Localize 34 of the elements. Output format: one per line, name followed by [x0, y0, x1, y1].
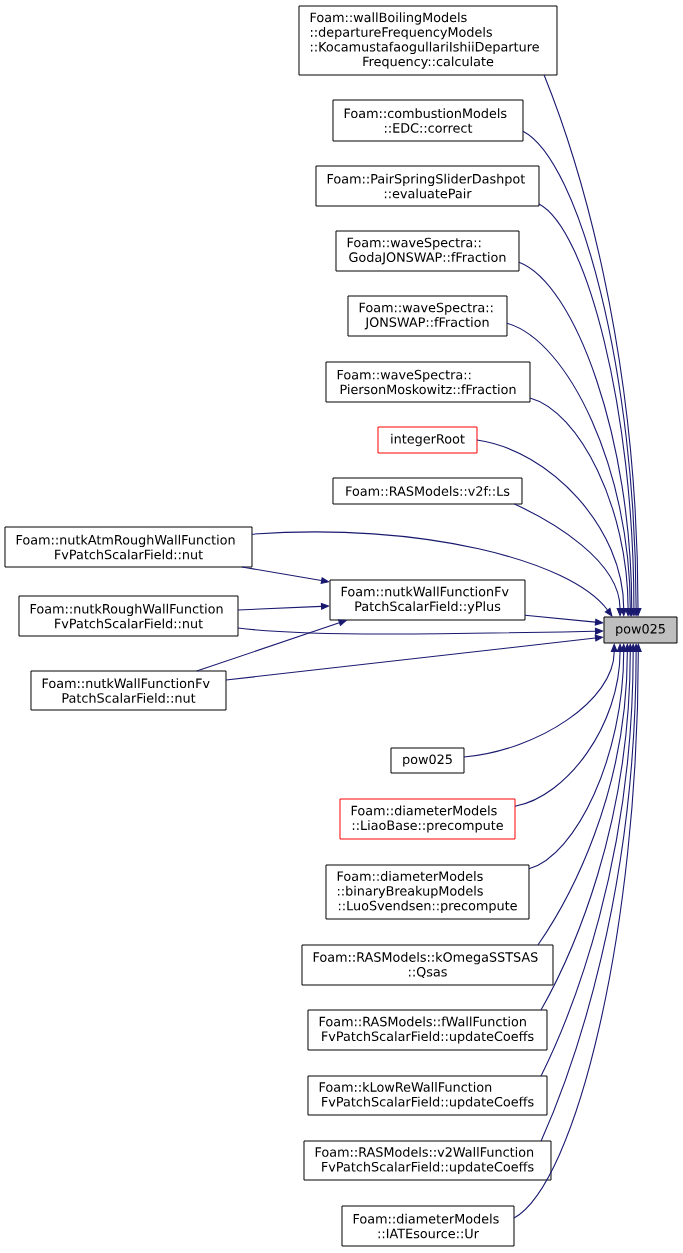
function-box: pow025 [603, 616, 678, 644]
function-box: Foam::waveSpectra:: JONSWAP::fFraction [347, 295, 508, 337]
function-box: Foam::nutkRoughWallFunction FvPatchScalarField::nut [18, 595, 239, 637]
function-box: Foam::diameterModels ::LiaoBase::precompute [339, 798, 516, 840]
arrow [543, 74, 642, 617]
arrow [518, 261, 636, 617]
function-box: Foam::diameterModels ::binaryBreakupModels ::LuoSvendsen::precompute [325, 864, 530, 920]
function-box: Foam::nutkWallFunctionFv PatchScalarField::yPlus [329, 579, 526, 621]
function-box: Foam::waveSpectra:: PiersonMoskowitz::fFraction [325, 361, 531, 403]
arrow [524, 614, 604, 626]
arrow [237, 602, 330, 611]
function-box: Foam::combustionModels ::EDC::correct [332, 99, 524, 142]
function-box: Foam::waveSpectra:: GodaJONSWAP::fFraction [335, 230, 520, 272]
arrow [506, 322, 634, 617]
function-box: Foam::PairSpringSliderDashpot ::evaluatePair [315, 165, 540, 207]
function-box: Foam::kLowReWallFunction FvPatchScalarField::updateCoeffs [307, 1075, 548, 1116]
function-box: integerRoot [377, 426, 478, 454]
arrow [529, 397, 632, 617]
function-box: Foam::RASModels::kOmegaSSTSAS ::Qsas [301, 944, 554, 986]
arrow [251, 531, 613, 617]
arrow [476, 439, 628, 617]
arrow [522, 130, 640, 617]
arrow [538, 203, 638, 617]
arrow [513, 503, 624, 617]
function-box: Foam::RASModels::fWallFunction FvPatchScalarField::updateCoeffs [307, 1009, 548, 1051]
function-box: Foam::RASModels::v2f::Ls [332, 477, 523, 505]
function-box: Foam::nutkAtmRoughWallFunction FvPatchScalarField::nut [4, 526, 253, 568]
arrow [237, 627, 604, 635]
function-box: Foam::diameterModels ::IATEsource::Ur [341, 1205, 515, 1247]
function-box: Foam::RASModels::v2WallFunction FvPatchScalarField::updateCoeffs [303, 1140, 552, 1181]
arrow [225, 634, 604, 681]
function-box: pow025 [390, 747, 465, 774]
function-box: Foam::nutkWallFunctionFv PatchScalarField::nut [30, 670, 227, 711]
function-box: Foam::wallBoilingModels ::departureFrequencyModels ::KocamustafaogullariIshiiDeparture Frequency::calculate [298, 5, 558, 76]
